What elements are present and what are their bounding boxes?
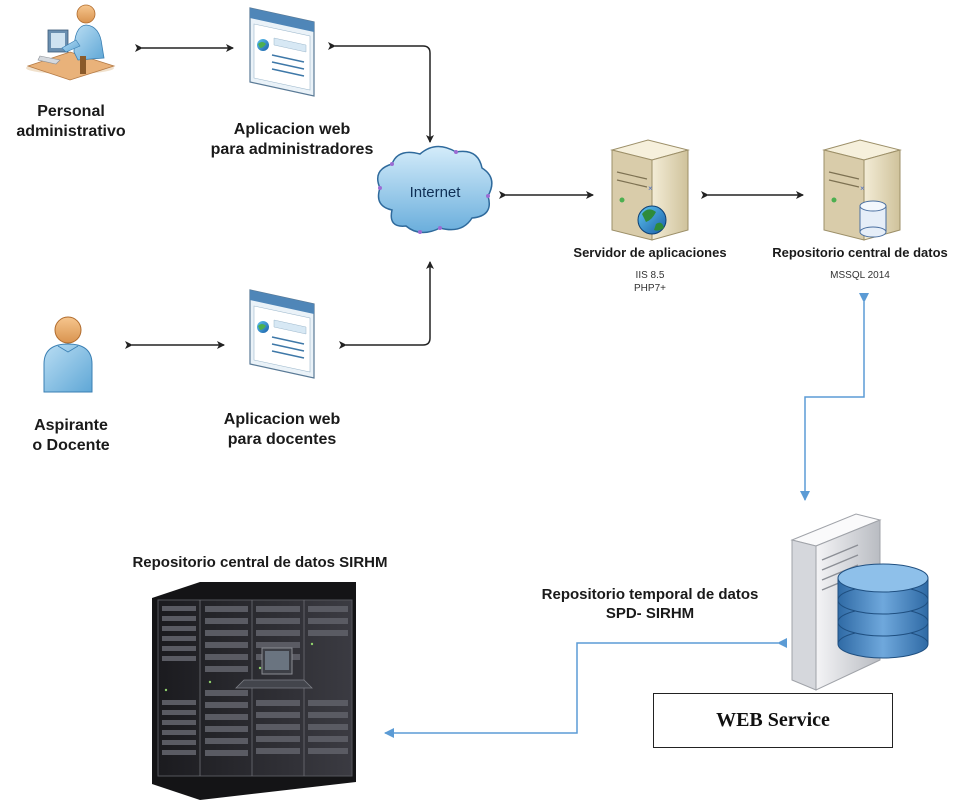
label-line: Repositorio temporal de datos: [541, 586, 759, 603]
database-server-icon: [790, 513, 929, 691]
aspirante-label: Aspirante o Docente: [0, 416, 142, 456]
connector-app-admin-internet: [328, 42, 434, 143]
connector-repositorio-central-temporal: [800, 293, 869, 501]
web-service-label: WEB Service: [716, 709, 830, 731]
app-docentes-label: Aplicacion web para docentes: [192, 410, 372, 450]
label-line: para administradores: [210, 141, 374, 158]
detail-line: PHP7+: [634, 283, 666, 294]
server-rack-icon: [152, 582, 356, 800]
admin-user-icon: [26, 4, 116, 81]
label-line: o Docente: [32, 437, 110, 454]
label-line: Aplicacion web: [223, 411, 341, 428]
sirhm-repo-label: Repositorio central de datos SIRHM: [132, 554, 388, 571]
detail-line: IIS 8.5: [635, 270, 665, 281]
central-repo-detail: MSSQL 2014: [830, 270, 890, 281]
personal-admin-label: Personal administrativo: [0, 102, 142, 142]
connector-temporal-sirhm: [384, 638, 787, 738]
browser-window-icon: [249, 289, 315, 379]
temp-repo-label: Repositorio temporal de datos SPD- SIRHM: [500, 585, 800, 623]
label-line: Aspirante: [34, 417, 108, 434]
app-server-label: Servidor de aplicaciones: [573, 245, 727, 260]
browser-window-icon: [249, 7, 315, 97]
app-admin-label: Aplicacion web para administradores: [192, 120, 392, 160]
internet-cloud-icon: [377, 145, 493, 234]
central-repo-label: Repositorio central de datos: [772, 245, 948, 260]
svg-text:×: ×: [860, 184, 865, 193]
database-server-icon: ×: [822, 139, 902, 241]
label-line: SPD- SIRHM: [605, 605, 695, 622]
label-line: Personal: [37, 103, 105, 120]
user-icon: [43, 316, 93, 393]
svg-text:×: ×: [648, 184, 653, 193]
label-line: para docentes: [227, 431, 337, 448]
label-line: Aplicacion web: [233, 121, 351, 138]
internet-label: Internet: [409, 184, 461, 201]
application-server-icon: ×: [610, 139, 690, 241]
connector-app-docentes-internet: [339, 261, 434, 349]
label-line: administrativo: [16, 123, 126, 140]
web-service-box: WEB Service: [653, 693, 893, 748]
app-server-detail: IIS 8.5 PHP7+: [600, 269, 700, 295]
